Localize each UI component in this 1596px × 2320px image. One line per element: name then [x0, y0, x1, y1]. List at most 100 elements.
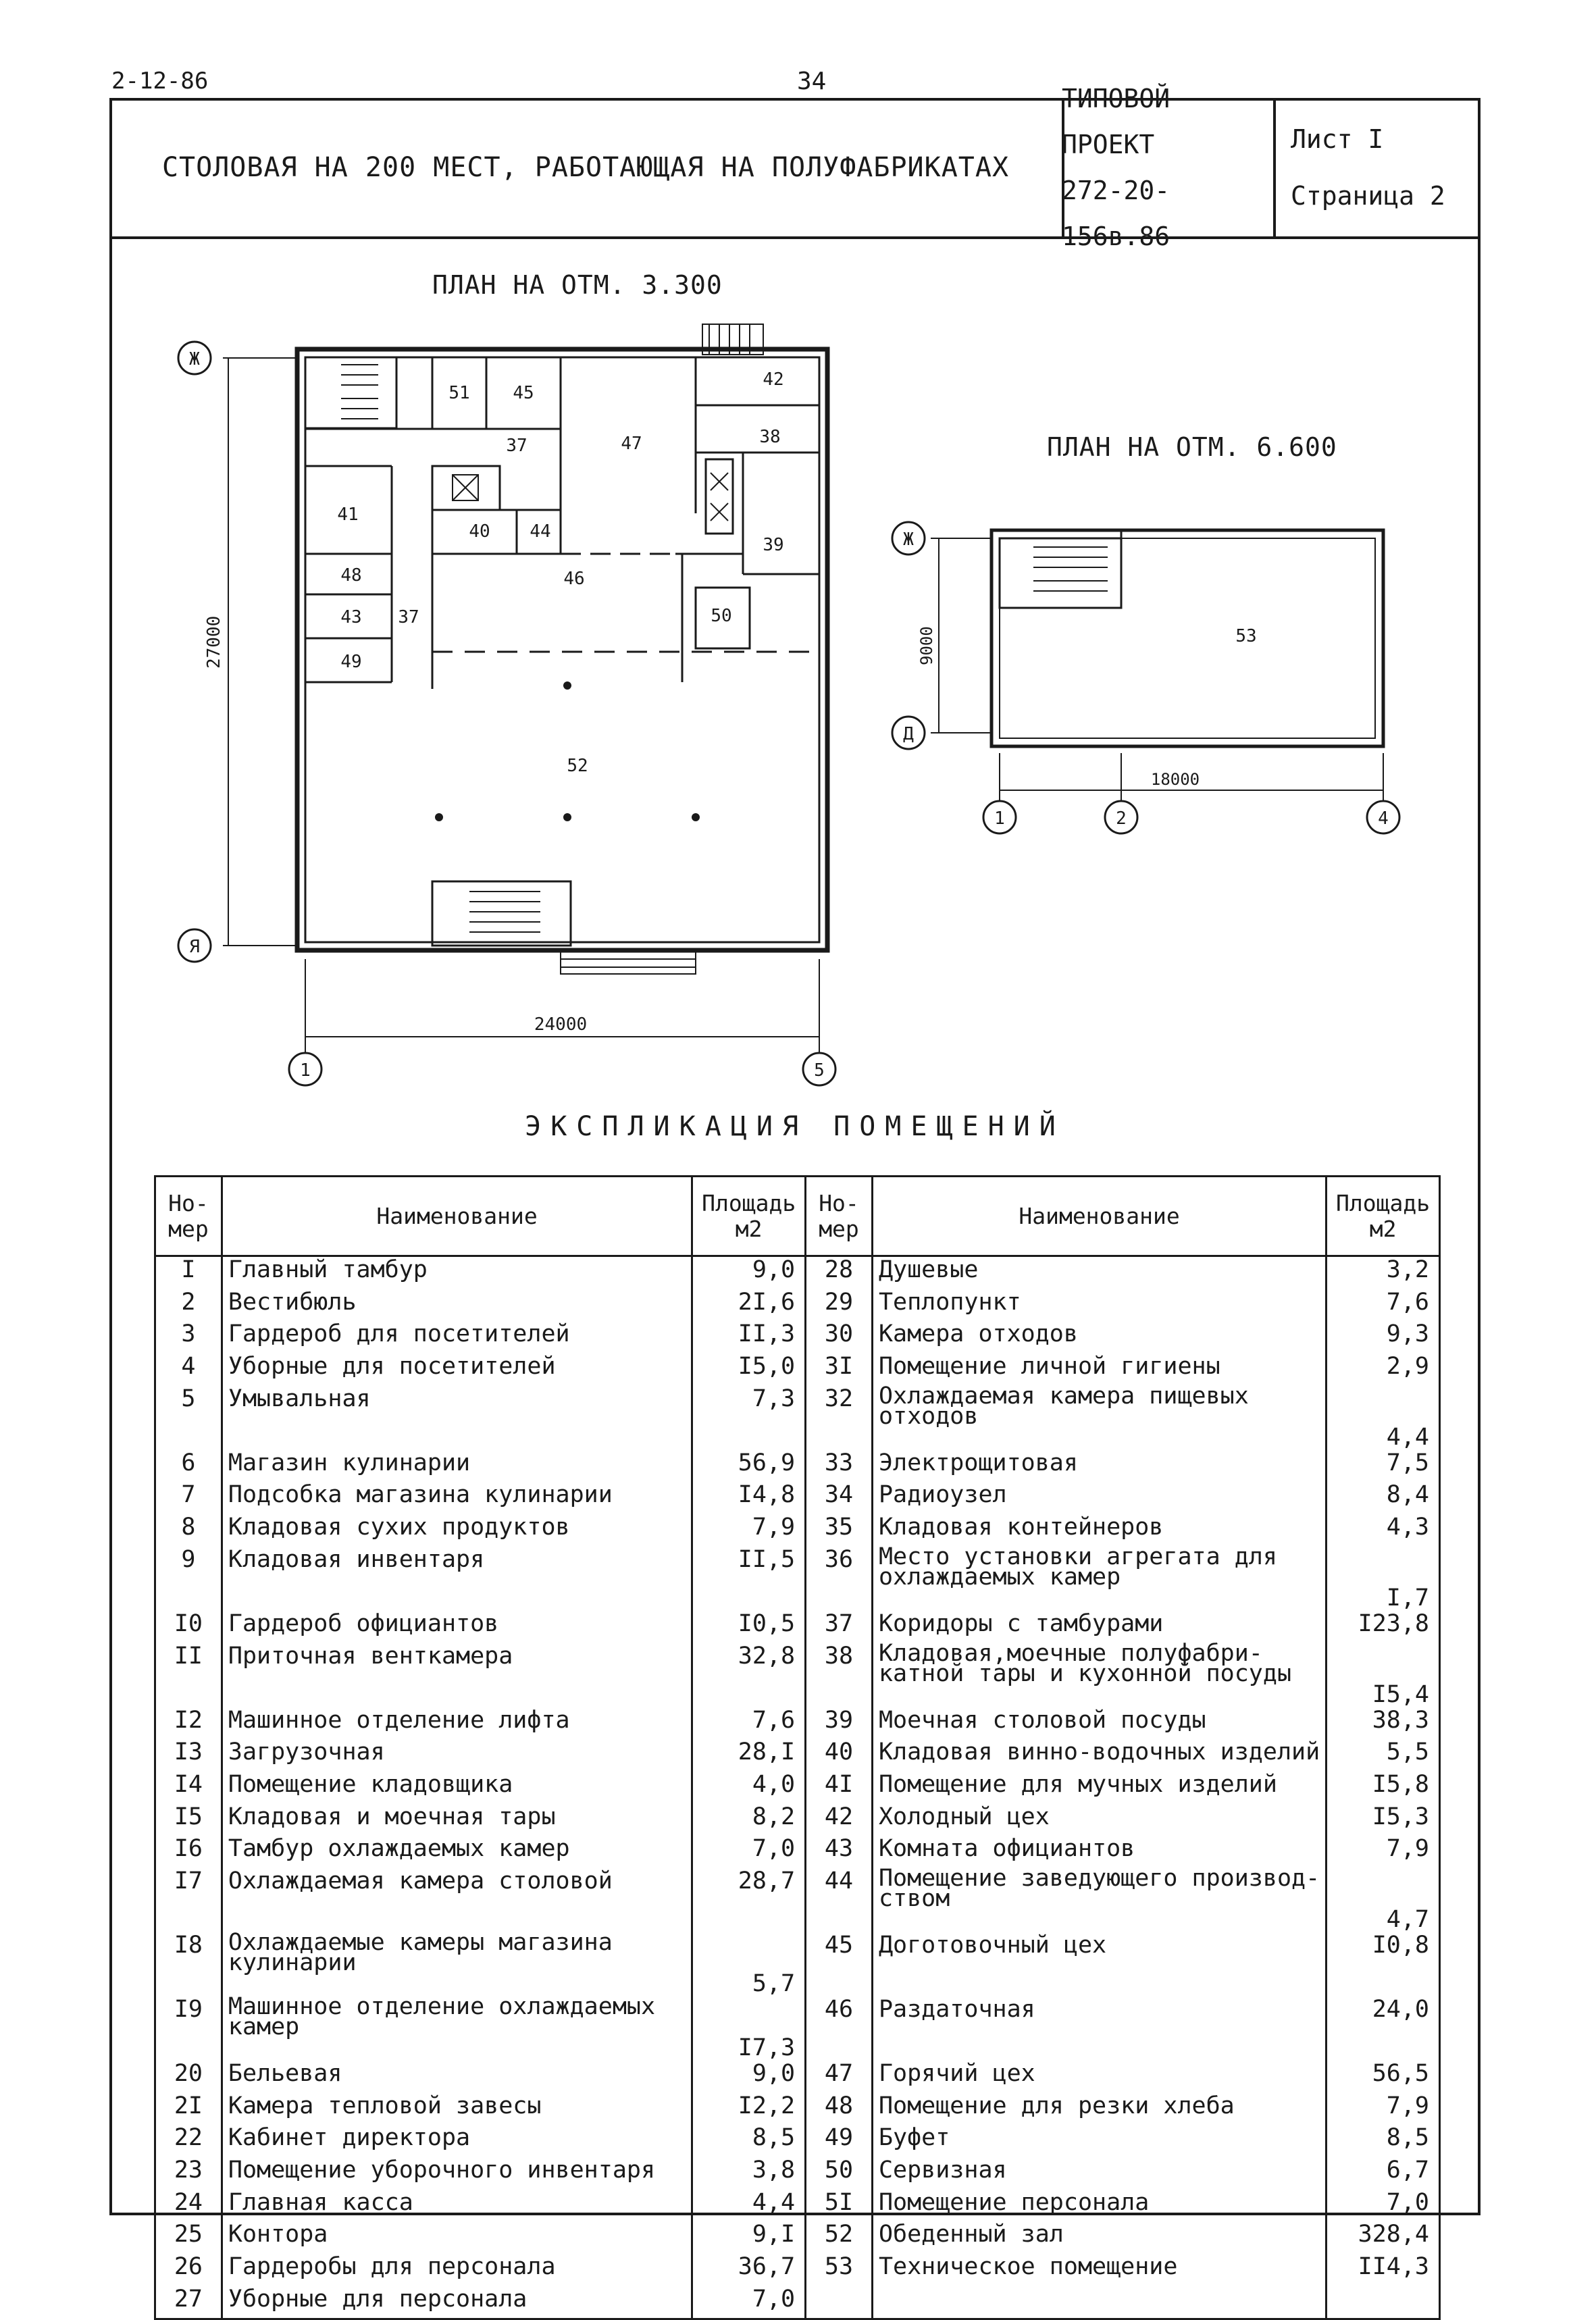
- cell-name: Кладовая сухих продуктов: [222, 1514, 694, 1547]
- cell-area: 24,0: [1326, 1996, 1441, 2061]
- cell-area: 4,3: [1326, 1514, 1441, 1547]
- cell-name: Буфет: [872, 2125, 1328, 2157]
- cell-number: 43: [805, 1836, 873, 1868]
- cell-name: Помещение для мучных изделий: [872, 1771, 1328, 1804]
- cell-number: 26: [154, 2254, 223, 2286]
- plan2-axis-label-d: Д: [903, 724, 914, 744]
- cell-number: 27: [154, 2286, 223, 2320]
- cell-number: 4: [154, 1354, 223, 1386]
- room-label-45: 45: [513, 383, 534, 403]
- cell-number: 28: [805, 1256, 873, 1289]
- plan2-axis-zh: [891, 521, 926, 556]
- plan1-outer-wall: [294, 346, 830, 953]
- cell-area: 7,3: [692, 1385, 807, 1450]
- cell-name: Душевые: [872, 1256, 1328, 1289]
- cell-number: 4I: [805, 1771, 873, 1804]
- cell-name: Раздаточная: [872, 1996, 1328, 2061]
- plan2-axis-label-1: 1: [994, 808, 1005, 829]
- cell-number: 8: [154, 1514, 223, 1547]
- cell-name: Охлаждаемая камера столовой: [222, 1867, 694, 1932]
- cell-area: I4,8: [692, 1482, 807, 1515]
- plan2-axis-2: [1104, 800, 1139, 835]
- cell-name: Кладовая инвентаря: [222, 1546, 694, 1611]
- cell-number: 40: [805, 1739, 873, 1772]
- plan2-title: ПЛАН НА ОТМ. 6.600: [1047, 432, 1337, 462]
- plan2-axis-1: [982, 800, 1017, 835]
- cell-area: 7,9: [1326, 1836, 1441, 1868]
- plan2-height-dimension: 9000: [917, 626, 936, 665]
- cell-name: Бельевая: [222, 2060, 694, 2093]
- plan1-width-dimension: 24000: [534, 1014, 587, 1035]
- cell-name: Машинное отделение охлаждаемых камер: [222, 1994, 694, 2061]
- cell-name: Камера отходов: [872, 1321, 1328, 1354]
- cell-area: 2,9: [1326, 1354, 1441, 1386]
- room-label-52: 52: [567, 756, 588, 776]
- cell-name: Доготовочный цех: [872, 1932, 1328, 1996]
- table-header-row: Но- мер Наименование Площадь м2 Но- мер …: [154, 1175, 1441, 1257]
- cell-number: 34: [805, 1482, 873, 1515]
- room-label-51: 51: [448, 383, 469, 403]
- cell-number: 9: [154, 1546, 223, 1611]
- cell-name: Тамбур охлаждаемых камер: [222, 1836, 694, 1868]
- cell-area: I5,4: [1326, 1643, 1441, 1707]
- cell-area: I23,8: [1326, 1610, 1441, 1643]
- cell-area: I5,8: [1326, 1771, 1441, 1804]
- room-label-37b: 37: [398, 607, 419, 627]
- cell-name: Гардероб для посетителей: [222, 1321, 694, 1354]
- room-label-38: 38: [759, 427, 780, 447]
- cell-name: Камера тепловой завесы: [222, 2092, 694, 2125]
- cell-name: Сервизная: [872, 2157, 1328, 2190]
- cell-number: I5: [154, 1803, 223, 1836]
- header-name-right: Наименование: [871, 1175, 1328, 1257]
- floor-plans-drawing: Ж Я 1 5 24000 27000 51 45 42 37 47 38 41…: [177, 324, 1401, 1087]
- room-label-49: 49: [340, 652, 361, 672]
- cell-name: Помещение персонала: [872, 2189, 1328, 2222]
- document-code: 2-12-86: [111, 68, 209, 95]
- cell-area: 9,0: [692, 1256, 807, 1289]
- room-label-37: 37: [506, 436, 527, 456]
- cell-number: 46: [805, 1996, 873, 2061]
- document-title: СТОЛОВАЯ НА 200 МЕСТ, РАБОТАЮЩАЯ НА ПОЛУ…: [161, 151, 1010, 183]
- cell-number: 33: [805, 1449, 873, 1483]
- cell-area: I2,2: [692, 2092, 807, 2125]
- cell-number: 3I: [805, 1354, 873, 1386]
- room-label-41: 41: [337, 505, 358, 525]
- project-label: ТИПОВОЙ ПРОЕКТ: [1062, 83, 1170, 159]
- cell-number: 22: [154, 2125, 223, 2157]
- plan1-height-dimension: 27000: [204, 616, 224, 669]
- cell-name: Комната официантов: [872, 1836, 1328, 1868]
- axis-marker-5: [802, 1052, 837, 1087]
- project-block: ТИПОВОЙ ПРОЕКТ 272-20-156в.86: [1062, 84, 1273, 251]
- cell-area: 9,0: [692, 2060, 807, 2093]
- plan2-axis-label-zh: Ж: [903, 530, 914, 550]
- cell-number: 49: [805, 2125, 873, 2157]
- cell-area: [1326, 2286, 1441, 2320]
- header-number-right: Но- мер: [804, 1175, 873, 1257]
- cell-name: Уборные для персонала: [222, 2286, 694, 2320]
- room-label-40: 40: [469, 521, 490, 542]
- cell-area: 32,8: [692, 1643, 807, 1707]
- cell-name: Машинное отделение лифта: [222, 1707, 694, 1740]
- cell-number: 52: [805, 2221, 873, 2254]
- room-label-42: 42: [763, 369, 783, 390]
- plan2-axis-label-4: 4: [1378, 808, 1389, 829]
- cell-name: Уборные для посетителей: [222, 1354, 694, 1386]
- cell-number: I2: [154, 1707, 223, 1740]
- cell-number: 35: [805, 1514, 873, 1547]
- cell-number: I: [154, 1256, 223, 1289]
- cell-name: Моечная столовой посуды: [872, 1707, 1328, 1740]
- cell-area: 8,2: [692, 1803, 807, 1836]
- sheet-label: Лист I: [1291, 124, 1384, 154]
- cell-number: II: [154, 1643, 223, 1707]
- cell-area: 9,I: [692, 2221, 807, 2254]
